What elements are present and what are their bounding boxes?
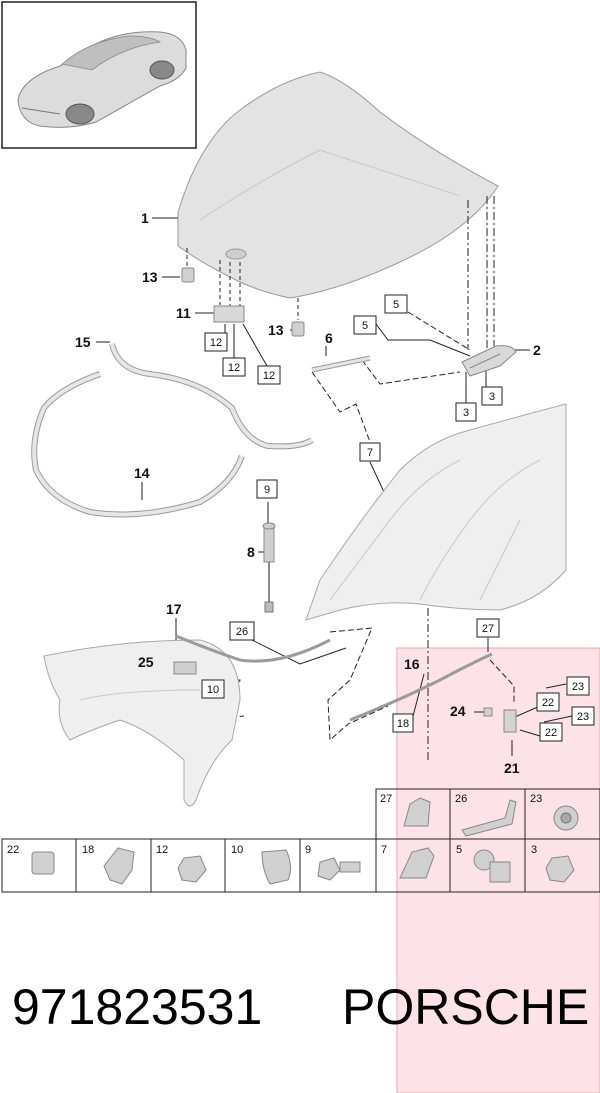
boxref-9: 9 [256, 479, 278, 499]
boxref-3b: 3 [481, 386, 503, 406]
release-cables [173, 634, 493, 722]
callout-16: 16 [404, 656, 420, 672]
callout-24: 24 [450, 703, 466, 719]
boxref-23b: 23 [571, 706, 595, 726]
svg-text:12: 12 [228, 362, 240, 374]
part-number: 971823531 [12, 979, 263, 1035]
svg-text:3: 3 [489, 391, 495, 403]
svg-text:7: 7 [367, 447, 373, 459]
callout-6: 6 [325, 330, 333, 346]
callout-11: 11 [176, 305, 191, 321]
svg-text:22: 22 [545, 727, 557, 739]
svg-text:3: 3 [463, 407, 469, 419]
boxref-22b: 22 [539, 722, 563, 742]
svg-text:23: 23 [577, 711, 589, 723]
callout-2: 2 [533, 342, 541, 358]
callout-1: 1 [141, 210, 149, 226]
svg-text:9: 9 [305, 844, 311, 856]
fastener-cell-27: 27 [380, 793, 431, 827]
boxref-10: 10 [201, 679, 225, 699]
svg-text:9: 9 [264, 484, 270, 496]
fastener-grid-top: 27 26 23 [375, 788, 600, 840]
boxref-5a: 5 [384, 294, 408, 314]
brand-name: PORSCHE [342, 979, 590, 1035]
svg-text:23: 23 [530, 793, 542, 805]
support-rod [311, 355, 371, 373]
boxref-18: 18 [392, 713, 414, 733]
svg-text:27: 27 [380, 793, 392, 805]
callout-labels: 1 2 6 8 11 13 13 14 15 16 17 21 24 25 [75, 210, 541, 776]
fastener-cell-18: 18 [82, 844, 135, 885]
callout-17: 17 [166, 601, 182, 617]
boxref-23a: 23 [566, 676, 590, 696]
svg-text:23: 23 [572, 681, 584, 693]
svg-text:10: 10 [231, 844, 243, 856]
boxref-27: 27 [476, 618, 500, 638]
vehicle-thumbnail [1, 1, 197, 149]
boxed-refs: 5 5 3 3 12 12 12 7 9 26 10 27 18 22 22 2… [201, 294, 595, 742]
fastener-cell-12: 12 [156, 844, 207, 883]
fastener-cell-26: 26 [455, 793, 517, 837]
latch-parts [181, 267, 305, 337]
boxref-5b: 5 [353, 315, 377, 335]
fastener-cell-9: 9 [305, 844, 361, 881]
callout-14: 14 [134, 465, 150, 481]
fastener-cell-23: 23 [530, 793, 579, 831]
svg-text:22: 22 [7, 844, 19, 856]
fastener-grid-bottom: 22 18 12 10 9 7 5 3 [1, 838, 600, 893]
svg-text:7: 7 [381, 844, 387, 856]
svg-text:27: 27 [482, 623, 494, 635]
latch-21 [483, 707, 517, 733]
svg-text:18: 18 [397, 718, 409, 730]
gas-strut [262, 522, 276, 613]
boxref-22a: 22 [536, 692, 560, 712]
svg-text:5: 5 [362, 320, 368, 332]
body-structure [305, 403, 567, 621]
callout-13b: 13 [268, 322, 284, 338]
callout-13a: 13 [142, 269, 158, 285]
callout-15: 15 [75, 334, 91, 350]
svg-text:18: 18 [82, 844, 94, 856]
callout-21: 21 [504, 760, 520, 776]
svg-text:12: 12 [156, 844, 168, 856]
svg-text:5: 5 [393, 299, 399, 311]
boxref-7: 7 [359, 442, 381, 462]
fastener-cell-3: 3 [531, 844, 575, 883]
hood-part [177, 71, 499, 299]
boxref-12b: 12 [222, 357, 246, 377]
boxref-12a: 12 [204, 332, 228, 352]
fastener-cell-22: 22 [7, 844, 55, 875]
fastener-cell-5: 5 [456, 844, 511, 883]
svg-text:26: 26 [455, 793, 467, 805]
svg-text:10: 10 [207, 684, 219, 696]
hinge-part [461, 345, 517, 377]
svg-text:12: 12 [210, 337, 222, 349]
fastener-cell-10: 10 [231, 844, 292, 885]
svg-text:12: 12 [263, 370, 275, 382]
lock-carrier [43, 639, 241, 807]
callout-25: 25 [138, 654, 154, 670]
svg-text:22: 22 [542, 697, 554, 709]
svg-text:5: 5 [456, 844, 462, 856]
seal-strips [31, 343, 314, 518]
svg-text:26: 26 [236, 626, 248, 638]
boxref-3a: 3 [455, 402, 477, 422]
svg-text:3: 3 [531, 844, 537, 856]
callout-8: 8 [247, 544, 255, 560]
fastener-cell-7: 7 [381, 844, 435, 879]
boxref-26: 26 [229, 621, 255, 641]
boxref-12c: 12 [257, 365, 281, 385]
